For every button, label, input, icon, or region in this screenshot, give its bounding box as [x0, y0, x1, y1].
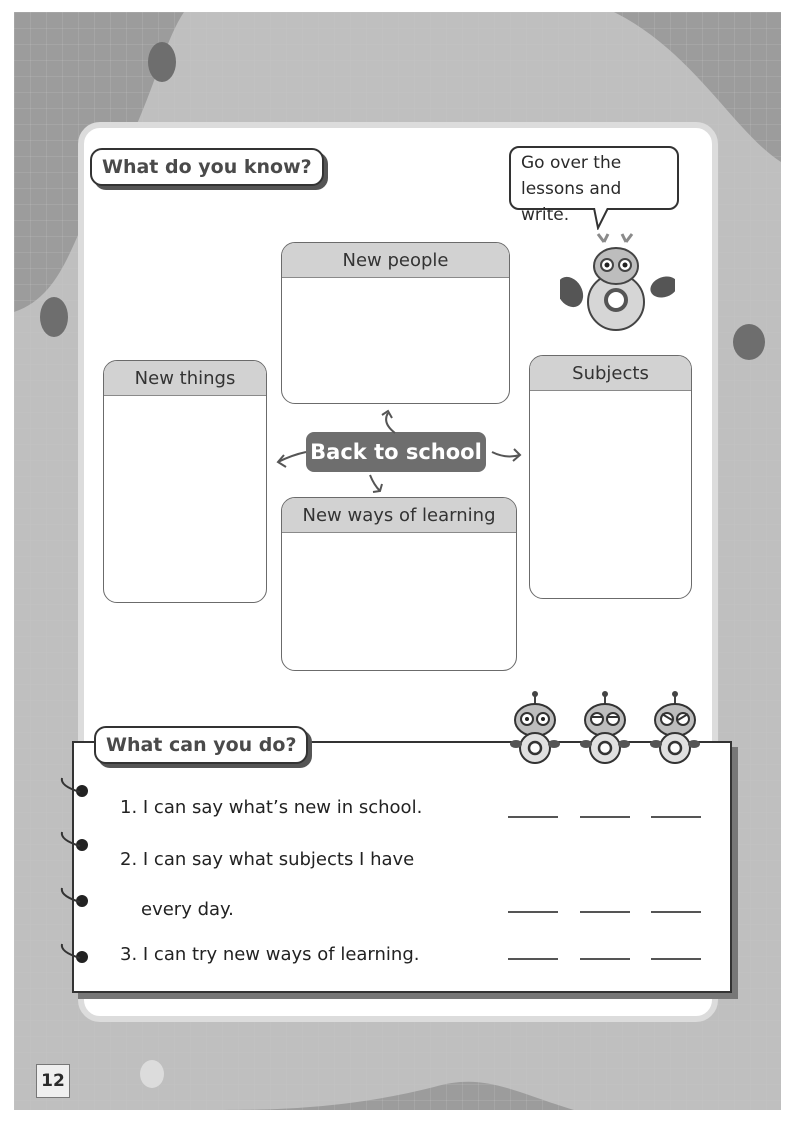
- speech-bubble-tail: [592, 208, 612, 230]
- rating-line[interactable]: [508, 816, 558, 818]
- can-do-item-3: 3. I can try new ways of learning.: [120, 944, 419, 965]
- subjects-box[interactable]: Subjects: [529, 355, 692, 599]
- new-ways-box[interactable]: New ways of learning: [281, 497, 517, 671]
- robot-rating-happy-icon[interactable]: [508, 690, 563, 768]
- new-people-label: New people: [282, 243, 509, 278]
- new-ways-label: New ways of learning: [282, 498, 516, 533]
- new-things-label: New things: [104, 361, 266, 396]
- rating-line[interactable]: [508, 911, 558, 913]
- arrow-right-icon: [492, 452, 520, 456]
- rating-line[interactable]: [580, 911, 630, 913]
- new-people-box[interactable]: New people: [281, 242, 510, 404]
- rating-line[interactable]: [508, 958, 558, 960]
- what-can-you-do-label: What can you do?: [94, 726, 308, 764]
- can-do-item-2: 2. I can say what subjects I have: [120, 849, 414, 870]
- robot-rating-neutral-icon[interactable]: [578, 690, 633, 768]
- page-number: 12: [36, 1064, 70, 1098]
- robot-rating-unsure-icon[interactable]: [648, 690, 703, 768]
- what-do-you-know-label: What do you know?: [90, 148, 324, 186]
- can-do-item-2-continued: every day.: [141, 899, 234, 920]
- speech-line-1: Go over the: [521, 150, 667, 176]
- new-things-box[interactable]: New things: [103, 360, 267, 603]
- rating-line[interactable]: [651, 958, 701, 960]
- binder-hooks: [54, 770, 86, 970]
- rating-line[interactable]: [580, 958, 630, 960]
- rating-line[interactable]: [580, 816, 630, 818]
- subjects-label: Subjects: [530, 356, 691, 391]
- robot-mascot-icon: [560, 232, 675, 337]
- arrow-down-icon: [370, 475, 380, 491]
- rating-line[interactable]: [651, 816, 701, 818]
- speech-bubble: Go over the lessons and write.: [509, 146, 679, 210]
- rating-line[interactable]: [651, 911, 701, 913]
- can-do-item-1: 1. I can say what’s new in school.: [120, 797, 422, 818]
- mind-map-arrows: [270, 405, 530, 500]
